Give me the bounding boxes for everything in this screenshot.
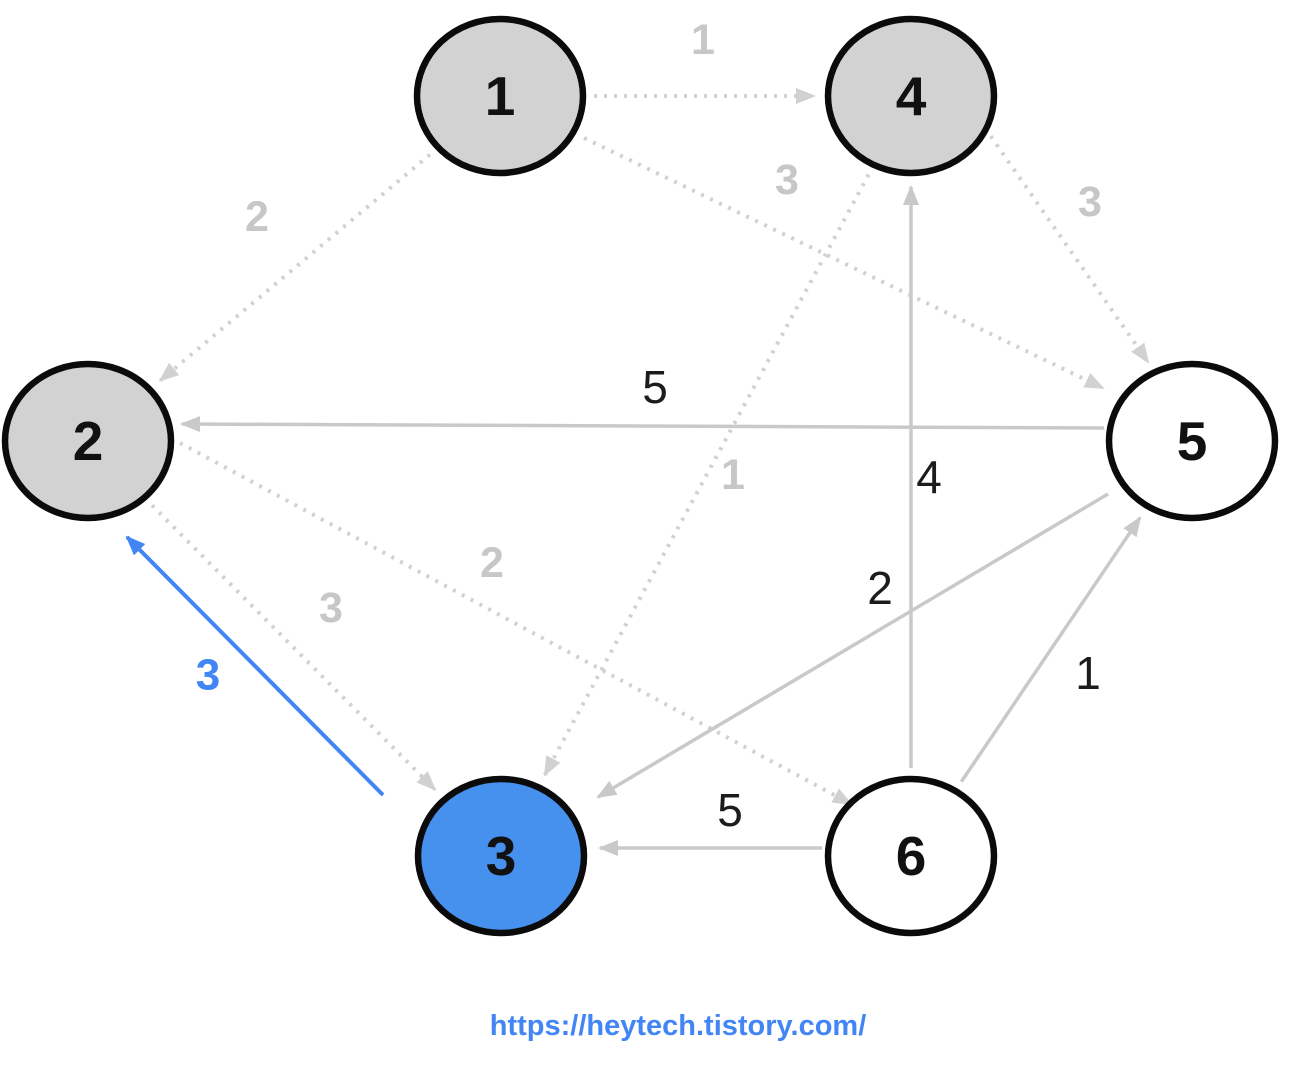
edge-labels-layer: 1 2 3 3 1 2 3 5 4 2 1 5 3	[196, 16, 1102, 836]
node-4	[824, 15, 998, 177]
edges-layer	[125, 88, 1150, 856]
node-1	[413, 15, 587, 177]
footer-url: https://heytech.tistory.com/	[489, 1010, 867, 1042]
edge-4-to-5	[983, 126, 1150, 364]
edge-weight-5-3: 2	[867, 562, 893, 614]
edge-weight-5-2: 5	[642, 361, 668, 413]
edge-5-to-2	[180, 416, 1105, 433]
edge-weight-6-4: 4	[916, 451, 942, 503]
edge-1-to-5	[583, 136, 1105, 390]
edge-weight-3-2: 3	[196, 651, 220, 700]
nodes-layer: 1 2 3 4 5 6	[1, 15, 1279, 937]
node-2	[1, 360, 175, 522]
edge-4-to-3	[543, 173, 871, 777]
node-6	[824, 775, 998, 937]
edge-weight-2-3: 3	[319, 584, 343, 632]
edge-2-to-6	[179, 441, 853, 806]
edge-weight-1-2: 2	[245, 193, 269, 241]
edge-weight-6-3: 5	[717, 784, 743, 836]
edge-weight-4-5: 3	[1078, 178, 1102, 226]
node-label-6: 6	[896, 825, 927, 887]
edge-weight-2-6: 2	[480, 539, 504, 587]
node-label-2: 2	[73, 410, 104, 472]
edge-5-to-3	[596, 492, 1109, 799]
node-label-1: 1	[485, 65, 516, 127]
node-label-4: 4	[896, 65, 927, 127]
edge-weight-1-4: 1	[691, 16, 715, 64]
edge-weight-1-5: 3	[775, 156, 799, 204]
edge-2-to-3	[150, 503, 437, 791]
edge-weight-4-3: 1	[721, 451, 745, 499]
node-5	[1105, 360, 1279, 522]
node-label-5: 5	[1177, 410, 1208, 472]
node-label-3: 3	[486, 825, 517, 887]
edge-6-to-5	[959, 516, 1142, 783]
node-3	[414, 775, 588, 937]
edge-1-to-2	[158, 153, 432, 382]
edge-weight-6-5: 1	[1075, 647, 1101, 699]
edge-3-to-2	[125, 535, 385, 797]
